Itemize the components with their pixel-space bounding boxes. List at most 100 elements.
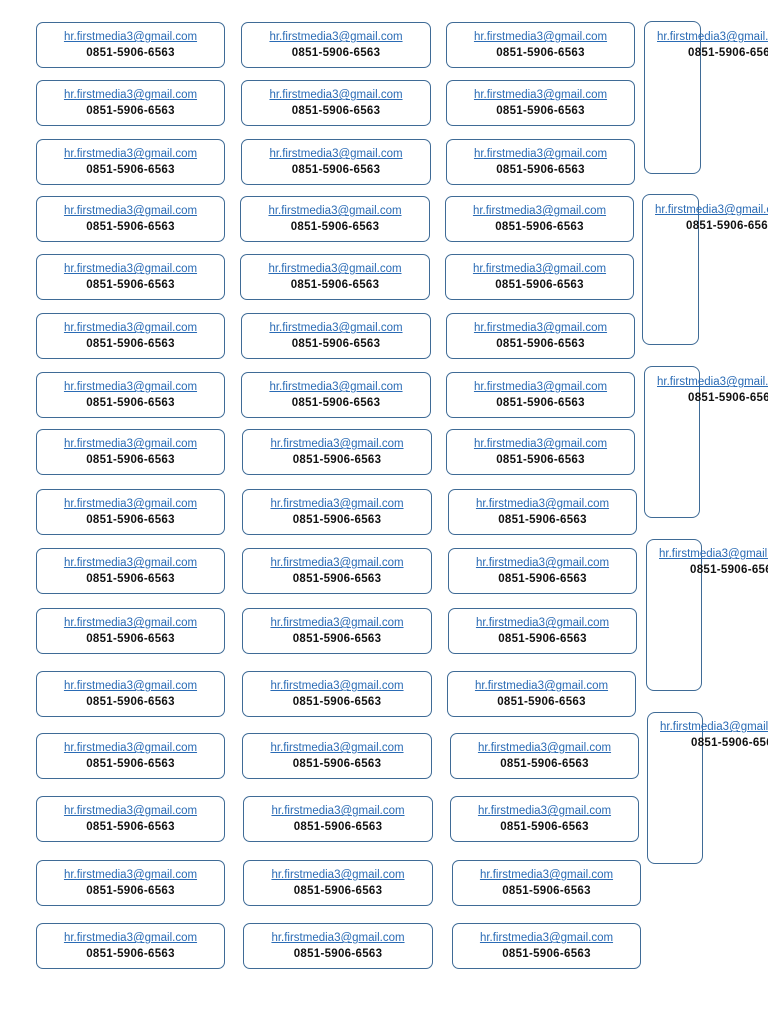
phone-number: 0851-5906-6563 <box>293 948 383 960</box>
phone-number: 0851-5906-6563 <box>86 47 175 59</box>
phone-number: 0851-5906-6563 <box>86 758 175 770</box>
email-link[interactable]: hr.firstmedia3@gmail.com <box>270 498 404 510</box>
contact-label-rotated <box>644 21 701 174</box>
email-link[interactable]: hr.firstmedia3@gmail.com <box>270 742 404 754</box>
email-link[interactable]: hr.firstmedia3@gmail.com <box>472 205 607 217</box>
email-link[interactable]: hr.firstmedia3@gmail.com <box>473 322 608 334</box>
email-link[interactable]: hr.firstmedia3@gmail.com <box>473 148 608 160</box>
phone-number: 0851-5906-6563 <box>292 696 382 708</box>
email-link[interactable]: hr.firstmedia3@gmail.com <box>472 263 607 275</box>
rotated-label-text: hr.firstmedia3@gmail.com 0851-5906-6563 <box>651 22 768 62</box>
phone-number: 0851-5906-6563 <box>498 573 587 585</box>
phone-number: 0851-5906-6563 <box>86 514 175 526</box>
email-link[interactable]: hr.firstmedia3@gmail.com <box>660 721 768 733</box>
contact-label: hr.firstmedia3@gmail.com 0851-5906-6563 <box>450 796 639 842</box>
email-link[interactable]: hr.firstmedia3@gmail.com <box>473 31 608 43</box>
email-link[interactable]: hr.firstmedia3@gmail.com <box>477 742 612 754</box>
email-link[interactable]: hr.firstmedia3@gmail.com <box>475 498 610 510</box>
phone-number: 0851-5906-6563 <box>290 279 380 291</box>
email-link[interactable]: hr.firstmedia3@gmail.com <box>63 498 198 510</box>
phone-number: 0851-5906-6563 <box>496 164 585 176</box>
phone-number: 0851-5906-6563 <box>496 338 585 350</box>
contact-label: hr.firstmedia3@gmail.com 0851-5906-6563 <box>36 489 225 535</box>
email-link[interactable]: hr.firstmedia3@gmail.com <box>269 381 403 393</box>
email-link[interactable]: hr.firstmedia3@gmail.com <box>63 742 198 754</box>
email-link[interactable]: hr.firstmedia3@gmail.com <box>269 89 403 101</box>
phone-number: 0851-5906-6563 <box>688 392 768 404</box>
email-link[interactable]: hr.firstmedia3@gmail.com <box>477 805 612 817</box>
email-link[interactable]: hr.firstmedia3@gmail.com <box>475 557 610 569</box>
email-link[interactable]: hr.firstmedia3@gmail.com <box>657 31 768 43</box>
email-link[interactable]: hr.firstmedia3@gmail.com <box>63 805 198 817</box>
email-link[interactable]: hr.firstmedia3@gmail.com <box>269 322 403 334</box>
email-link[interactable]: hr.firstmedia3@gmail.com <box>270 617 404 629</box>
phone-number: 0851-5906-6563 <box>86 105 175 117</box>
phone-number: 0851-5906-6563 <box>691 737 768 749</box>
phone-number: 0851-5906-6563 <box>688 47 768 59</box>
email-link[interactable]: hr.firstmedia3@gmail.com <box>270 438 404 450</box>
email-link[interactable]: hr.firstmedia3@gmail.com <box>473 381 608 393</box>
contact-label-rotated <box>644 366 700 518</box>
email-link[interactable]: hr.firstmedia3@gmail.com <box>63 617 198 629</box>
email-link[interactable]: hr.firstmedia3@gmail.com <box>63 557 198 569</box>
email-link[interactable]: hr.firstmedia3@gmail.com <box>63 381 198 393</box>
email-link[interactable]: hr.firstmedia3@gmail.com <box>271 805 405 817</box>
email-link[interactable]: hr.firstmedia3@gmail.com <box>473 438 608 450</box>
email-link[interactable]: hr.firstmedia3@gmail.com <box>63 680 198 692</box>
email-link[interactable]: hr.firstmedia3@gmail.com <box>269 148 403 160</box>
contact-label: hr.firstmedia3@gmail.com 0851-5906-6563 <box>448 489 637 535</box>
contact-label: hr.firstmedia3@gmail.com 0851-5906-6563 <box>446 139 635 185</box>
contact-label: hr.firstmedia3@gmail.com 0851-5906-6563 <box>36 22 225 68</box>
contact-label: hr.firstmedia3@gmail.com 0851-5906-6563 <box>36 923 225 969</box>
phone-number: 0851-5906-6563 <box>500 821 589 833</box>
phone-number: 0851-5906-6563 <box>86 948 175 960</box>
email-link[interactable]: hr.firstmedia3@gmail.com <box>659 548 768 560</box>
email-link[interactable]: hr.firstmedia3@gmail.com <box>657 376 768 388</box>
phone-number: 0851-5906-6563 <box>86 164 175 176</box>
email-link[interactable]: hr.firstmedia3@gmail.com <box>270 557 404 569</box>
email-link[interactable]: hr.firstmedia3@gmail.com <box>63 932 198 944</box>
contact-label: hr.firstmedia3@gmail.com 0851-5906-6563 <box>243 923 433 969</box>
email-link[interactable]: hr.firstmedia3@gmail.com <box>268 205 402 217</box>
email-link[interactable]: hr.firstmedia3@gmail.com <box>63 869 198 881</box>
email-link[interactable]: hr.firstmedia3@gmail.com <box>655 204 768 216</box>
email-link[interactable]: hr.firstmedia3@gmail.com <box>271 932 405 944</box>
email-link[interactable]: hr.firstmedia3@gmail.com <box>271 869 405 881</box>
phone-number: 0851-5906-6563 <box>86 696 175 708</box>
email-link[interactable]: hr.firstmedia3@gmail.com <box>63 263 198 275</box>
email-link[interactable]: hr.firstmedia3@gmail.com <box>479 869 614 881</box>
email-link[interactable]: hr.firstmedia3@gmail.com <box>473 89 608 101</box>
email-link[interactable]: hr.firstmedia3@gmail.com <box>268 263 402 275</box>
phone-number: 0851-5906-6563 <box>498 514 587 526</box>
contact-label-rotated <box>647 712 703 864</box>
email-link[interactable]: hr.firstmedia3@gmail.com <box>63 322 198 334</box>
email-link[interactable]: hr.firstmedia3@gmail.com <box>63 148 198 160</box>
email-link[interactable]: hr.firstmedia3@gmail.com <box>63 438 198 450</box>
email-link[interactable]: hr.firstmedia3@gmail.com <box>479 932 614 944</box>
email-link[interactable]: hr.firstmedia3@gmail.com <box>270 680 404 692</box>
email-link[interactable]: hr.firstmedia3@gmail.com <box>474 680 609 692</box>
email-link[interactable]: hr.firstmedia3@gmail.com <box>63 89 198 101</box>
email-link[interactable]: hr.firstmedia3@gmail.com <box>63 205 198 217</box>
contact-label: hr.firstmedia3@gmail.com 0851-5906-6563 <box>240 254 430 300</box>
phone-number: 0851-5906-6563 <box>290 221 380 233</box>
email-link[interactable]: hr.firstmedia3@gmail.com <box>63 31 198 43</box>
email-link[interactable]: hr.firstmedia3@gmail.com <box>475 617 610 629</box>
email-link[interactable]: hr.firstmedia3@gmail.com <box>269 31 403 43</box>
contact-label: hr.firstmedia3@gmail.com 0851-5906-6563 <box>446 313 635 359</box>
